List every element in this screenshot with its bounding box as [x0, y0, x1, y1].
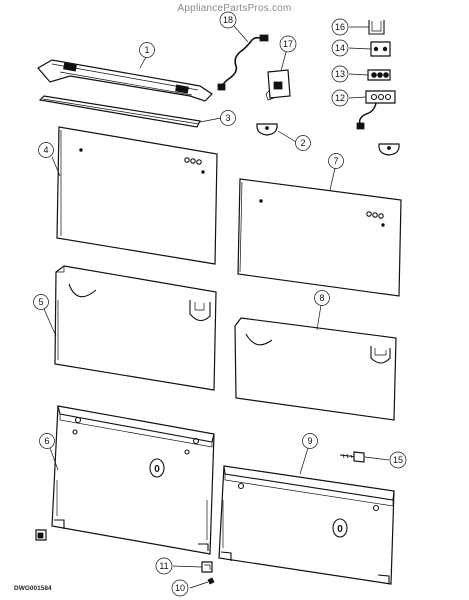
- callout-5: 5: [33, 294, 49, 310]
- part-1-handle: [37, 59, 213, 102]
- callout-13-label: 13: [335, 69, 345, 79]
- callout-11: 11: [155, 557, 173, 575]
- part-18-wire-harness: [217, 34, 269, 91]
- callout-4-label: 4: [43, 145, 48, 155]
- callout-3-label: 3: [225, 113, 230, 123]
- panel-9-marking-label: 0: [337, 524, 343, 535]
- part-16-clip: [368, 20, 385, 35]
- callout-4: 4: [38, 142, 54, 158]
- part-9-inner-door-panel: 0: [218, 465, 395, 585]
- callout-17: 17: [279, 35, 297, 53]
- part-12-lamp-assembly: [356, 90, 396, 130]
- callout-7: 7: [328, 153, 344, 169]
- callout-9: 9: [302, 433, 318, 449]
- callout-18-label: 18: [223, 15, 233, 25]
- callout-5-label: 5: [38, 297, 43, 307]
- part-5-inner-liner-panel: [54, 265, 217, 391]
- callout-6-label: 6: [44, 436, 49, 446]
- part-14-switch-block: [370, 41, 391, 57]
- callout-12-label: 12: [335, 93, 345, 103]
- part-17-switch: [265, 69, 291, 101]
- panel-6-marking: 0: [149, 458, 165, 478]
- part-4-outer-door-panel: [56, 126, 218, 265]
- part-3-trim-strip: [38, 95, 201, 128]
- panel-6-marking-label: 0: [154, 464, 160, 475]
- part-end-cap-right: [378, 143, 400, 156]
- callout-14-label: 14: [335, 43, 345, 53]
- callout-3: 3: [220, 110, 236, 126]
- callout-2-label: 2: [300, 138, 305, 148]
- callout-18: 18: [219, 11, 237, 29]
- callout-15-label: 15: [393, 455, 403, 465]
- callout-16: 16: [331, 18, 349, 36]
- leader-lines: [43, 25, 390, 589]
- part-7-outer-door-panel: [237, 178, 402, 297]
- part-2-end-cap: [256, 123, 278, 136]
- callout-13: 13: [331, 65, 349, 83]
- part-loose-clip: [35, 529, 47, 541]
- part-13-indicator-lights: [367, 69, 391, 81]
- part-8-inner-liner-panel: [234, 317, 397, 421]
- callout-16-label: 16: [335, 22, 345, 32]
- callout-1: 1: [139, 42, 155, 58]
- callout-15: 15: [389, 451, 407, 469]
- callout-6: 6: [39, 433, 55, 449]
- part-15-screw: [339, 451, 365, 463]
- callout-10: 10: [171, 579, 189, 597]
- part-11-grommet: [201, 561, 213, 573]
- watermark: AppliancePartsPros.com: [177, 3, 292, 14]
- callout-11-label: 11: [159, 561, 168, 571]
- drawing-id: DWG001584: [14, 585, 52, 592]
- callout-2: 2: [295, 135, 311, 151]
- callout-7-label: 7: [333, 156, 338, 166]
- callout-17-label: 17: [283, 39, 293, 49]
- part-10-small-screw: [207, 577, 215, 585]
- callout-10-label: 10: [175, 583, 185, 593]
- panel-9-marking: 0: [332, 518, 348, 538]
- callout-8: 8: [314, 290, 330, 306]
- part-6-inner-door-panel: 0: [51, 405, 215, 555]
- callout-9-label: 9: [307, 436, 312, 446]
- callout-12: 12: [331, 89, 349, 107]
- callout-1-label: 1: [144, 45, 149, 55]
- callout-8-label: 8: [319, 293, 324, 303]
- callout-14: 14: [331, 39, 349, 57]
